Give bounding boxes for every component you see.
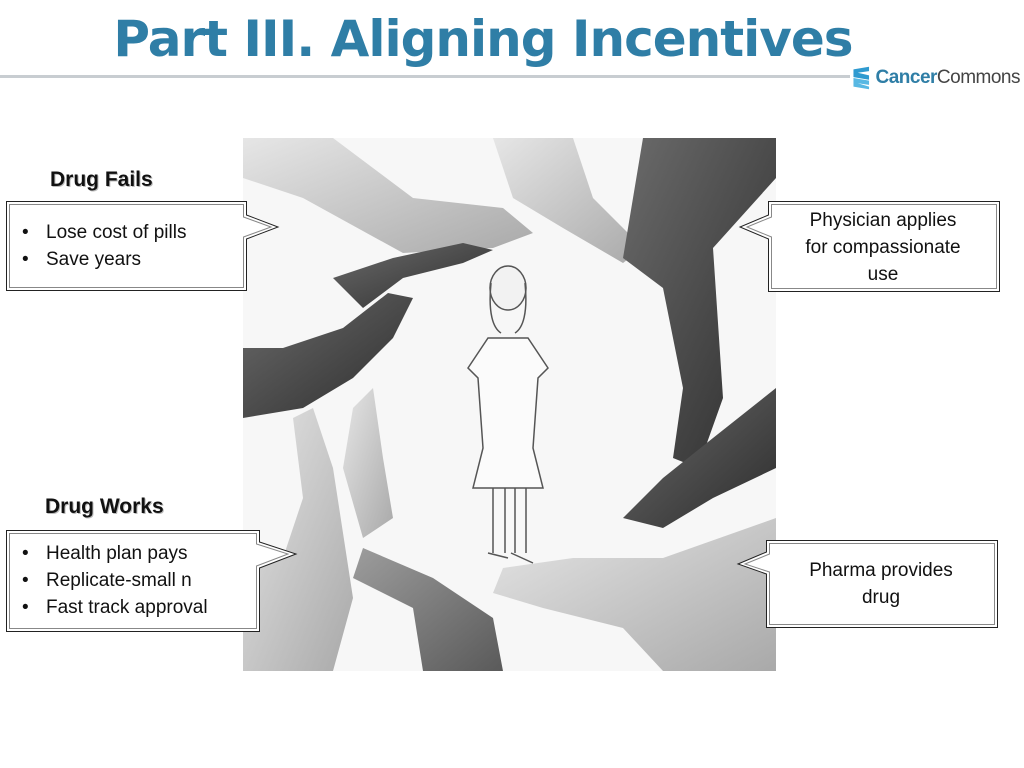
drug-fails-bullet-list: Lose cost of pills Save years [12, 219, 186, 273]
physician-line-2: for compassionate [805, 237, 961, 258]
physician-line-1: Physician applies [809, 210, 957, 231]
pharma-callout-shape [736, 540, 998, 628]
list-item: Health plan pays [12, 540, 208, 567]
drug-fails-heading: Drug Fails [50, 168, 153, 191]
physician-line-3: use [867, 264, 899, 285]
slide-title: Part III. Aligning Incentives [113, 10, 853, 68]
pharma-line-2: drug [861, 587, 901, 608]
hands-circle-patient-illustration [243, 138, 776, 671]
title-divider [0, 75, 850, 78]
cancer-commons-logo-icon [853, 66, 870, 90]
physician-callout: Physician applies for compassionate use [738, 201, 1000, 292]
physician-callout-shape [738, 201, 1000, 292]
list-item: Replicate-small n [12, 567, 208, 594]
drug-works-heading: Drug Works [45, 495, 164, 518]
logo-prefix: Cancer [875, 67, 938, 88]
list-item: Fast track approval [12, 594, 208, 621]
pharma-callout: Pharma provides drug [736, 540, 998, 628]
drug-fails-callout: Lose cost of pills Save years [6, 201, 280, 291]
logo-wordmark: CancerCommons [876, 67, 1021, 89]
list-item: Lose cost of pills [12, 219, 186, 246]
drug-works-bullet-list: Health plan pays Replicate-small n Fast … [12, 540, 208, 621]
logo-suffix: Commons [936, 67, 1021, 88]
cancer-commons-logo: CancerCommons [850, 62, 1021, 94]
list-item: Save years [12, 246, 186, 273]
drug-works-callout: Health plan pays Replicate-small n Fast … [6, 530, 298, 632]
pharma-line-1: Pharma provides [809, 560, 953, 581]
